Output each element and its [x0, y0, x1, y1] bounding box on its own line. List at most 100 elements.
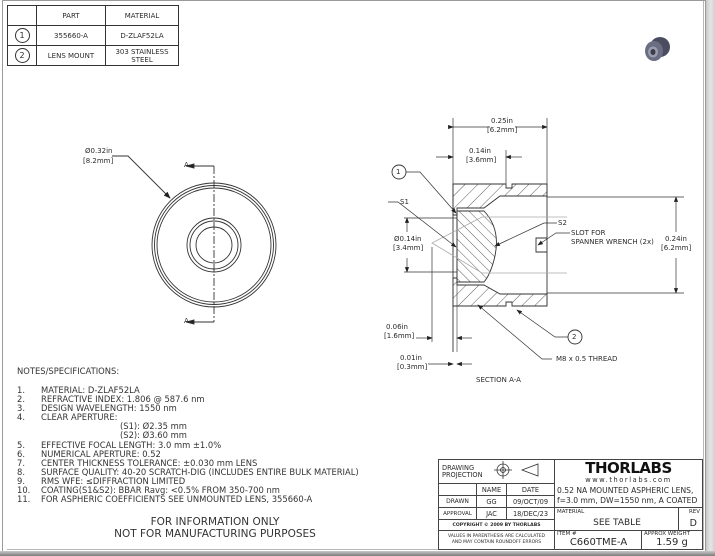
- note-text: (S1): Ø2.35 mm: [120, 421, 187, 432]
- notes-header: NOTES/SPECIFICATIONS:: [17, 366, 120, 376]
- note-text: CENTER THICKNESS TOLERANCE: ±0.030 mm LE…: [41, 457, 258, 468]
- bom-material: 303 STAINLESS STEEL: [105, 45, 179, 66]
- material-value: SEE TABLE: [593, 518, 641, 528]
- copyright: COPYRIGHT © 2009 BY THORLABS: [439, 520, 555, 531]
- front-view: [112, 155, 277, 325]
- values-note-2: AND MAY CONTAIN ROUNDOFF ERRORS: [451, 540, 542, 545]
- website: www.thorlabs.com: [585, 476, 672, 484]
- item-balloon: 2: [14, 48, 30, 63]
- note-number: 9.: [17, 475, 25, 486]
- note-number: 1.: [17, 385, 25, 395]
- offset2-mm: [0.3mm]: [397, 363, 428, 371]
- rev-value: D: [689, 518, 697, 529]
- section-view: [388, 118, 684, 367]
- note-text: REFRACTIVE INDEX: 1.806 @ 587.6 nm: [41, 394, 205, 405]
- disclaimer-line-2: NOT FOR MANUFACTURING PURPOSES: [114, 528, 316, 540]
- date-header: DATE: [507, 484, 555, 496]
- drawn-date: 09/OCT/09: [507, 496, 555, 508]
- front-diameter-in: Ø0.32in: [85, 147, 113, 155]
- note-number: 10.: [17, 485, 31, 496]
- title-block: DRAWING PROJECTION NAME DATE DRAWN GG 09…: [438, 459, 703, 550]
- disclaimer: FOR INFORMATION ONLY NOT FOR MANUFACTURI…: [90, 516, 340, 540]
- note-number: 5.: [17, 439, 25, 450]
- sheet-inner-border: [7, 1, 704, 550]
- item-number: C660TME-A: [569, 537, 628, 548]
- note-item: 3. DESIGN WAVELENGTH: 1550 nm: [17, 404, 359, 413]
- balloon-1: [391, 164, 407, 180]
- offset1-in: 0.06in: [386, 323, 408, 331]
- weight-label: APPROX WEIGHT: [644, 531, 691, 537]
- inner-length-in: 0.14in: [469, 147, 491, 155]
- inner-length-mm: [3.6mm]: [466, 156, 497, 164]
- note-item: (S1): Ø2.35 mm: [17, 422, 359, 431]
- note-number: 11.: [17, 494, 31, 505]
- note-number: 6.: [17, 448, 25, 459]
- section-title: SECTION A-A: [476, 376, 521, 384]
- weight-value: 1.59 g: [656, 537, 688, 548]
- balloon-2-label: 2: [572, 333, 577, 341]
- height-mm: [6.2mm]: [661, 244, 692, 252]
- description-line-2: f=3.0 mm, DW=1550 nm, A COATED: [557, 496, 698, 505]
- bill-of-materials-table: PART MATERIAL 1 355660-A D-ZLAF52LA 2 LE…: [7, 5, 179, 66]
- approval-label: APPROVAL: [439, 508, 477, 520]
- aperture-in: Ø0.14in: [394, 235, 422, 243]
- note-number: 3.: [17, 403, 25, 414]
- balloon-2: [567, 329, 583, 345]
- note-item: 10. COATING(S1&S2): BBAR Ravg: <0.5% FROM…: [17, 485, 359, 496]
- note-text: EFFECTIVE FOCAL LENGTH: 3.0 mm ±1.0%: [41, 439, 222, 450]
- s1-label: S1: [400, 198, 409, 206]
- drawn-label: DRAWN: [439, 496, 477, 508]
- balloon-1-label: 1: [396, 168, 401, 176]
- notes-specifications: NOTES/SPECIFICATIONS: 1. MATERIAL: D-ZLAF…: [17, 366, 359, 504]
- approval-date: 18/DEC/23: [507, 508, 555, 520]
- note-item: 4. CLEAR APERTURE:: [17, 413, 359, 422]
- note-text: (S2): Ø3.60 mm: [120, 430, 187, 441]
- note-number: [17, 422, 120, 431]
- aperture-mm: [3.4mm]: [393, 244, 424, 252]
- note-number: 8.: [17, 466, 25, 477]
- note-text: MATERIAL: D-ZLAF52LA: [41, 385, 140, 395]
- note-text: DESIGN WAVELENGTH: 1550 nm: [41, 403, 177, 414]
- drawn-name: GG: [477, 496, 507, 508]
- note-text: SURFACE QUALITY: 40-20 SCRATCH-DIG (INCL…: [41, 466, 359, 477]
- note-number: 2.: [17, 394, 25, 405]
- item-balloon: 1: [14, 28, 30, 43]
- disclaimer-line-1: FOR INFORMATION ONLY: [150, 516, 280, 528]
- note-number: 7.: [17, 457, 25, 468]
- offset2-in: 0.01in: [400, 354, 422, 362]
- note-item: 9. RMS WFE: ≤DIFFRACTION LIMITED: [17, 475, 359, 486]
- front-diameter-mm: [8.2mm]: [83, 157, 114, 165]
- offset1-mm: [1.6mm]: [384, 332, 415, 340]
- note-item: 11. FOR ASPHERIC COEFFICIENTS SEE UNMOUNT…: [17, 495, 359, 504]
- note-item: 5. EFFECTIVE FOCAL LENGTH: 3.0 mm ±1.0%: [17, 439, 359, 450]
- vertical-scrollbar[interactable]: [706, 0, 715, 556]
- rev-label: REV: [688, 509, 700, 515]
- bom-part: LENS MOUNT: [36, 45, 106, 66]
- overall-length-in: 0.25in: [491, 117, 513, 125]
- description-line-1: 0.52 NA MOUNTED ASPHERIC LENS,: [557, 486, 694, 495]
- section-marker-top: A: [184, 161, 189, 169]
- section-marker-bottom: A: [184, 317, 189, 325]
- note-text: CLEAR APERTURE:: [41, 412, 118, 423]
- projection-symbol-icon: [494, 461, 539, 479]
- s2-label: S2: [558, 219, 567, 227]
- thread-label: M8 x 0.5 THREAD: [556, 355, 618, 363]
- part-3d-thumbnail: [645, 37, 670, 61]
- note-item: 2. REFRACTIVE INDEX: 1.806 @ 587.6 nm: [17, 394, 359, 405]
- note-text: COATING(S1&S2): BBAR Ravg: <0.5% FROM 35…: [41, 485, 280, 496]
- name-header: NAME: [477, 484, 507, 496]
- note-item: 7. CENTER THICKNESS TOLERANCE: ±0.030 mm …: [17, 457, 359, 468]
- note-number: 4.: [17, 412, 25, 423]
- projection-label: DRAWING PROJECTION: [442, 464, 483, 479]
- note-item: 1. MATERIAL: D-ZLAF52LA: [17, 385, 359, 395]
- thorlabs-logo: THORLABS: [585, 459, 672, 477]
- item-label: ITEM #: [557, 531, 577, 537]
- note-text: FOR ASPHERIC COEFFICIENTS SEE UNMOUNTED …: [41, 494, 313, 505]
- bom-row: 2 LENS MOUNT 303 STAINLESS STEEL: [7, 45, 179, 66]
- note-text: RMS WFE: ≤DIFFRACTION LIMITED: [41, 475, 186, 486]
- overall-length-mm: [6.2mm]: [487, 126, 518, 134]
- height-in: 0.24in: [665, 235, 687, 243]
- values-note-1: VALUES IN PARENTHESIS ARE CALCULATED: [447, 534, 546, 539]
- slot-label-1: SLOT FOR: [571, 229, 606, 237]
